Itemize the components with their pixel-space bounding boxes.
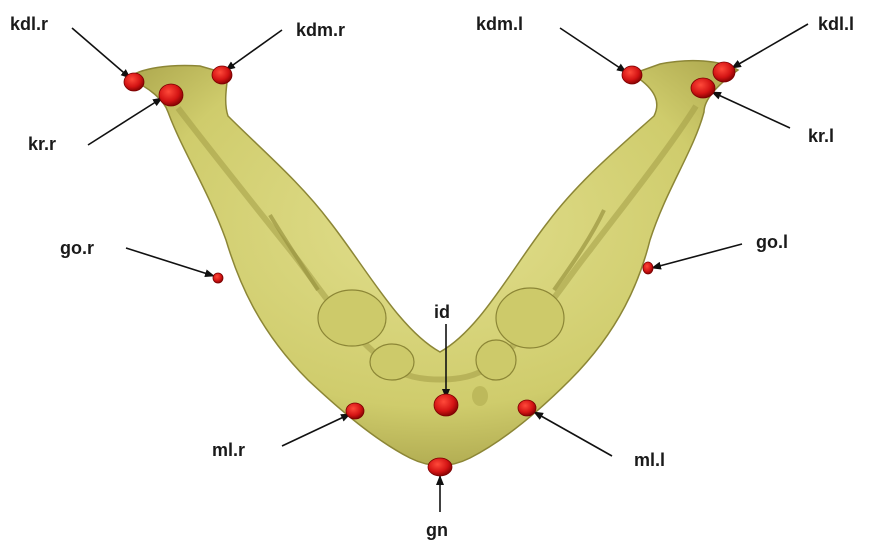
dot-kdl-l: [713, 62, 735, 82]
arrow-kdm-r: [226, 30, 282, 70]
arrow-go-r: [126, 248, 214, 276]
dot-gn: [428, 458, 452, 476]
label-ml-r: ml.r: [212, 440, 245, 460]
label-gn: gn: [426, 520, 448, 540]
arrow-kr-r: [88, 98, 162, 145]
label-kdl-l: kdl.l: [818, 14, 854, 34]
dot-id: [434, 394, 458, 416]
label-kdl-r: kdl.r: [10, 14, 48, 34]
label-go-r: go.r: [60, 238, 94, 258]
arrow-go-l: [652, 244, 742, 268]
arrow-kdm-l: [560, 28, 626, 72]
arrow-ml-r: [282, 414, 350, 446]
label-kr-r: kr.r: [28, 134, 56, 154]
premolar-left: [476, 340, 516, 380]
label-go-l: go.l: [756, 232, 788, 252]
dot-ml-l: [518, 400, 536, 416]
label-kr-l: kr.l: [808, 126, 834, 146]
dot-go-l: [643, 262, 653, 274]
label-kdm-r: kdm.r: [296, 20, 345, 40]
arrow-kdl-l: [732, 24, 808, 68]
premolar-right: [370, 344, 414, 380]
label-ml-l: ml.l: [634, 450, 665, 470]
dot-ml-r: [346, 403, 364, 419]
label-kdm-l: kdm.l: [476, 14, 523, 34]
label-id: id: [434, 302, 450, 322]
dot-go-r: [213, 273, 223, 283]
molar-left: [496, 288, 564, 348]
molar-right: [318, 290, 386, 346]
dot-kdm-l: [622, 66, 642, 84]
dot-kdm-r: [212, 66, 232, 84]
dot-kr-l: [691, 78, 715, 98]
arrow-kdl-r: [72, 28, 130, 78]
dot-kdl-r: [124, 73, 144, 91]
incisor-bump: [472, 386, 488, 406]
arrow-ml-l: [534, 412, 612, 456]
dot-kr-r: [159, 84, 183, 106]
arrow-kr-l: [712, 92, 790, 128]
